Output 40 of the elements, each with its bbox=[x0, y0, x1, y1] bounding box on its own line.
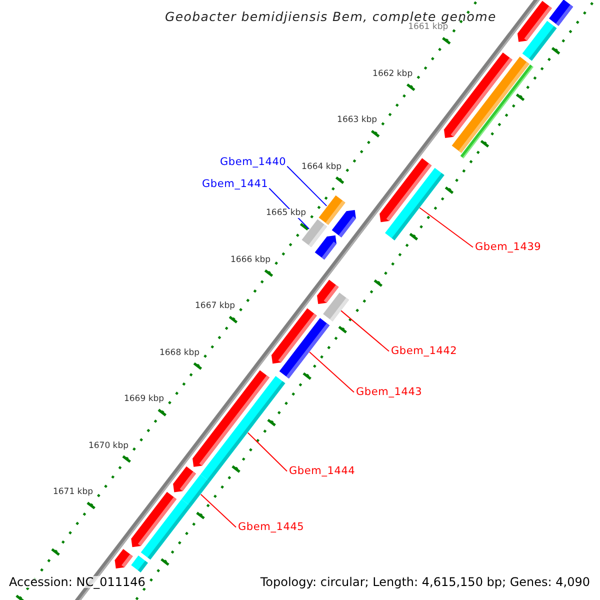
scale-label: 1665 kbp bbox=[266, 209, 306, 218]
gene-pointed-block bbox=[332, 210, 356, 238]
gene-label: Gbem_1443 bbox=[356, 387, 422, 398]
scale-label: 1667 kbp bbox=[195, 302, 236, 311]
scale-label: 1668 kbp bbox=[159, 348, 200, 358]
gene-pointed-block bbox=[314, 235, 336, 260]
gene-block bbox=[549, 0, 574, 26]
gene-label: Gbem_1440 bbox=[220, 157, 286, 168]
scale-label: 1671 kbp bbox=[52, 488, 94, 497]
gene-pointed-block bbox=[192, 370, 270, 467]
scale-label: 1666 kbp bbox=[230, 256, 271, 264]
gene-pointed-block bbox=[114, 549, 133, 569]
gene-pointed-block bbox=[444, 52, 512, 138]
gene-pointed-block bbox=[271, 308, 317, 364]
scale-label: 1662 kbp bbox=[372, 70, 413, 78]
scale-label: 1661 kbp bbox=[408, 23, 448, 32]
leader-line bbox=[286, 166, 328, 206]
gene-label: Gbem_1441 bbox=[202, 179, 268, 190]
gene-label: Gbem_1442 bbox=[391, 346, 458, 356]
gene-block bbox=[131, 556, 148, 572]
gene-pointed-block bbox=[173, 466, 196, 492]
leader-line bbox=[200, 494, 236, 528]
gene-pointed-block bbox=[317, 280, 339, 304]
gene-label: Gbem_1444 bbox=[289, 466, 356, 476]
scale-label: 1669 kbp bbox=[124, 395, 164, 404]
gene-label: Gbem_1439 bbox=[475, 242, 542, 252]
gene-block bbox=[522, 20, 557, 61]
scale-label: 1664 kbp bbox=[302, 162, 342, 172]
scale-label: 1670 kbp bbox=[88, 442, 129, 450]
leader-line bbox=[340, 310, 390, 352]
gene-label: Gbem_1445 bbox=[238, 522, 304, 532]
leader-line bbox=[419, 207, 474, 248]
gene-pointed-block bbox=[380, 158, 432, 222]
chart-title: Geobacter bemidjiensis Bem, complete genome bbox=[165, 11, 496, 24]
leader-line bbox=[247, 432, 288, 472]
leader-line bbox=[309, 352, 354, 393]
scale-label: 1663 kbp bbox=[337, 116, 378, 125]
genome-info-label: Topology: circular; Length: 4,615,150 bp; Genes: 4,090 bbox=[260, 576, 590, 588]
accession-label: Accession: NC_011146 bbox=[9, 576, 146, 588]
gene-block bbox=[140, 499, 192, 560]
